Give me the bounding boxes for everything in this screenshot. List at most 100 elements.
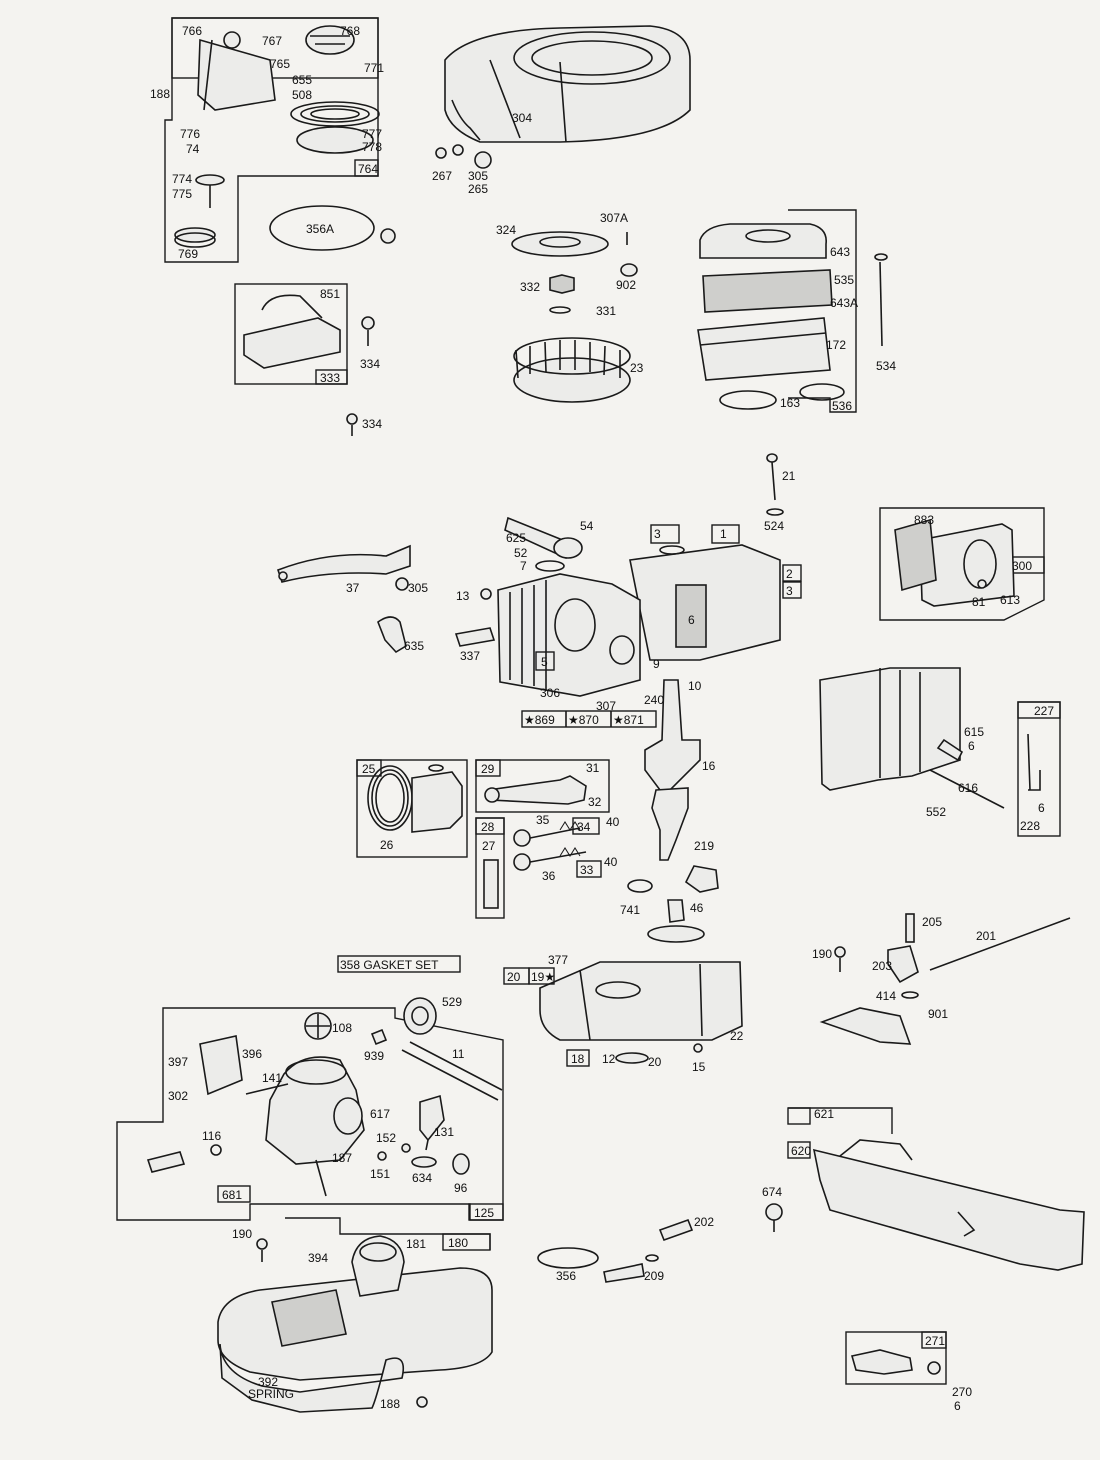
label-508: 508 bbox=[292, 88, 312, 102]
label-2: 2 bbox=[786, 567, 793, 581]
label-616: 616 bbox=[958, 781, 978, 795]
label-332: 332 bbox=[520, 280, 540, 294]
label-188a: 188 bbox=[150, 87, 170, 101]
label-643A: 643A bbox=[830, 296, 858, 310]
label-12: 12 bbox=[602, 1052, 616, 1066]
label-306: 306 bbox=[540, 686, 560, 700]
label-333: 333 bbox=[320, 371, 340, 385]
label-265: 265 bbox=[468, 182, 488, 196]
label-778: 778 bbox=[362, 140, 382, 154]
label-219: 219 bbox=[694, 839, 714, 853]
label-634: 634 bbox=[412, 1171, 432, 1185]
label-25: 25 bbox=[362, 762, 376, 776]
label-3a: 3 bbox=[654, 527, 661, 541]
label-620: 620 bbox=[791, 1144, 811, 1158]
label-334b: 334 bbox=[362, 417, 382, 431]
label-766: 766 bbox=[182, 24, 202, 38]
label-15: 15 bbox=[692, 1060, 706, 1074]
label-1: 1 bbox=[720, 527, 727, 541]
label-190a: 190 bbox=[812, 947, 832, 961]
label-655: 655 bbox=[292, 73, 312, 87]
label-190b: 190 bbox=[232, 1227, 252, 1241]
label-777: 777 bbox=[362, 127, 382, 141]
label-305b: 305 bbox=[408, 581, 428, 595]
label-74: 74 bbox=[186, 142, 200, 156]
crankshaft-group bbox=[627, 679, 719, 943]
label-141: 141 bbox=[262, 1071, 282, 1085]
label-28: 28 bbox=[481, 820, 495, 834]
label-524: 524 bbox=[764, 519, 784, 533]
label-302: 302 bbox=[168, 1089, 188, 1103]
label-534: 534 bbox=[876, 359, 896, 373]
label-271: 271 bbox=[925, 1334, 945, 1348]
label-116: 116 bbox=[202, 1129, 221, 1143]
governor-control-group bbox=[819, 913, 1071, 1045]
rewind-starter-group bbox=[164, 17, 396, 263]
label-35: 35 bbox=[536, 813, 550, 827]
label-20a: 20 bbox=[507, 970, 521, 984]
label-10: 10 bbox=[688, 679, 702, 693]
label-34: 34 bbox=[577, 820, 591, 834]
label-681: 681 bbox=[222, 1188, 242, 1202]
label-40b: 40 bbox=[604, 855, 618, 869]
valves-group bbox=[475, 817, 602, 919]
label-870: ★870 bbox=[568, 713, 599, 727]
label-625: 625 bbox=[506, 531, 526, 545]
label-81: 81 bbox=[972, 595, 986, 609]
control-plate-group bbox=[765, 1107, 1085, 1271]
label-32: 32 bbox=[588, 795, 602, 809]
label-307A: 307A bbox=[600, 211, 628, 225]
label-163: 163 bbox=[780, 396, 800, 410]
label-26: 26 bbox=[380, 838, 394, 852]
label-529: 529 bbox=[442, 995, 462, 1009]
label-21: 21 bbox=[782, 469, 796, 483]
label-37: 37 bbox=[346, 581, 360, 595]
label-377: 377 bbox=[548, 953, 568, 967]
sump-group bbox=[503, 961, 743, 1067]
label-13: 13 bbox=[456, 589, 470, 603]
label-776: 776 bbox=[180, 127, 200, 141]
label-270: 270 bbox=[952, 1385, 972, 1399]
label-741: 741 bbox=[620, 903, 640, 917]
flywheel-group bbox=[511, 231, 638, 403]
label-203: 203 bbox=[872, 959, 892, 973]
label-19: 19★ bbox=[531, 970, 555, 984]
label-172: 172 bbox=[826, 338, 846, 352]
label-96: 96 bbox=[454, 1181, 468, 1195]
label-902: 902 bbox=[616, 278, 636, 292]
label-764: 764 bbox=[358, 162, 378, 176]
label-228: 228 bbox=[1020, 819, 1040, 833]
label-635: 635 bbox=[404, 639, 424, 653]
label-131: 131 bbox=[434, 1125, 454, 1139]
label-392: 392 bbox=[258, 1375, 278, 1389]
label-spring: SPRING bbox=[248, 1387, 294, 1401]
label-615: 615 bbox=[964, 725, 984, 739]
label-202: 202 bbox=[694, 1215, 714, 1229]
fuel-tank-group bbox=[217, 1217, 493, 1413]
label-414: 414 bbox=[876, 989, 896, 1003]
carburetor-group bbox=[116, 997, 504, 1221]
label-771: 771 bbox=[364, 61, 384, 75]
label-774: 774 bbox=[172, 172, 192, 186]
label-331: 331 bbox=[596, 304, 616, 318]
label-397: 397 bbox=[168, 1055, 188, 1069]
label-765: 765 bbox=[270, 57, 290, 71]
label-7: 7 bbox=[520, 559, 527, 573]
label-209: 209 bbox=[644, 1269, 664, 1283]
breather-group bbox=[879, 507, 1045, 621]
label-20b: 20 bbox=[648, 1055, 662, 1069]
label-901: 901 bbox=[928, 1007, 948, 1021]
label-615b: 6 bbox=[968, 739, 975, 753]
blower-housing bbox=[435, 25, 691, 169]
label-228b: 6 bbox=[1038, 801, 1045, 815]
label-535: 535 bbox=[834, 273, 854, 287]
label-9: 9 bbox=[653, 657, 660, 671]
label-240: 240 bbox=[644, 693, 664, 707]
label-205: 205 bbox=[922, 915, 942, 929]
link-group bbox=[845, 1331, 947, 1385]
label-883: 883 bbox=[914, 513, 934, 527]
connecting-rod-group bbox=[475, 759, 610, 813]
gasket-set-box bbox=[337, 955, 461, 973]
label-16: 16 bbox=[702, 759, 716, 773]
label-188b: 188 bbox=[380, 1397, 400, 1411]
